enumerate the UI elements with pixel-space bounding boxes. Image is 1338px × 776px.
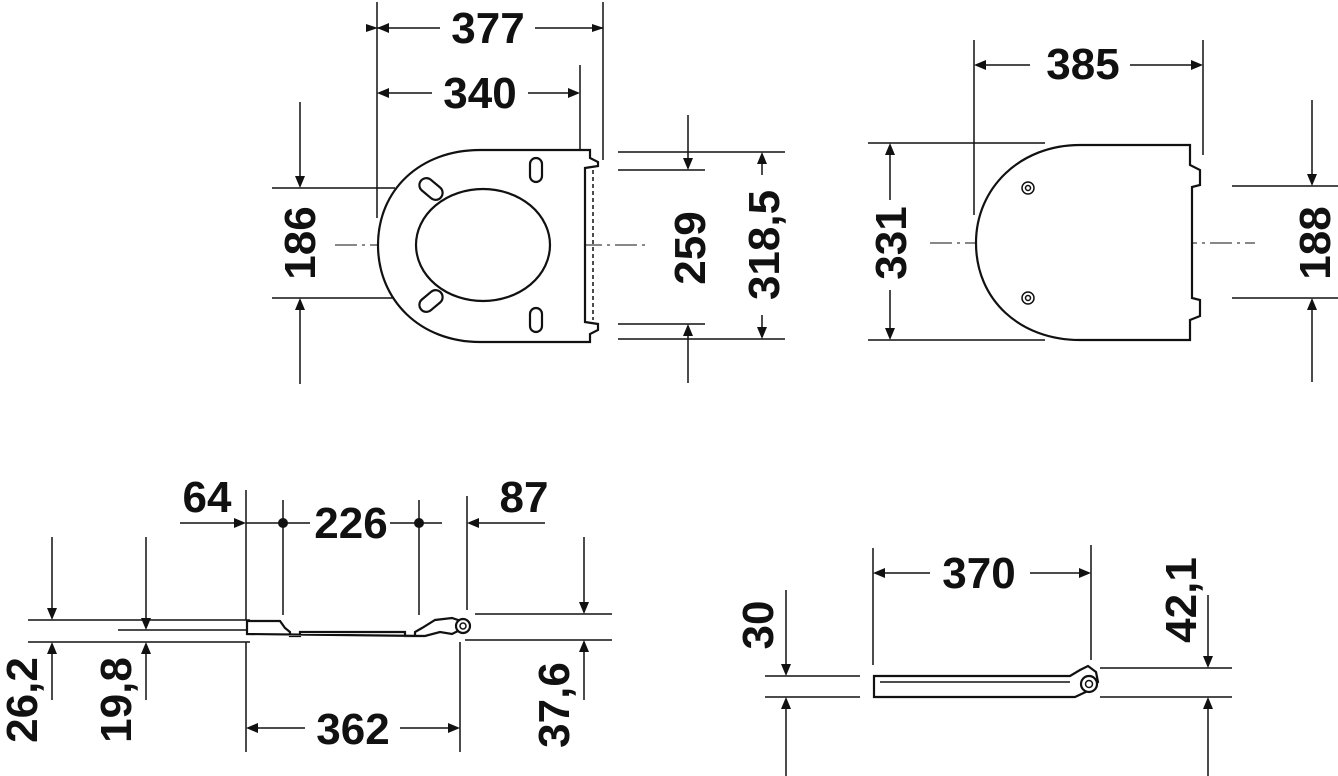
- dim-64: 64: [183, 473, 232, 522]
- dim-318-5: 318,5: [740, 190, 789, 300]
- dim-377: 377: [451, 4, 524, 53]
- dim-226: 226: [314, 499, 387, 548]
- lid-top-view: [868, 40, 1338, 382]
- dim-42-1: 42,1: [1157, 557, 1206, 643]
- dim-259: 259: [666, 211, 715, 284]
- dim-340: 340: [443, 69, 516, 118]
- dim-37-6: 37,6: [530, 662, 579, 748]
- dim-26-2: 26,2: [0, 657, 47, 743]
- dim-87: 87: [500, 473, 549, 522]
- seat-side-view: [28, 490, 612, 752]
- dim-385: 385: [1046, 40, 1119, 89]
- dim-370: 370: [942, 549, 1015, 598]
- dim-331: 331: [867, 206, 916, 279]
- seat-top-view: [272, 2, 785, 384]
- dim-30: 30: [734, 601, 783, 650]
- seat-closed-side-view: [765, 545, 1232, 776]
- dim-188: 188: [1291, 206, 1338, 279]
- dim-19-8: 19,8: [92, 657, 141, 743]
- dim-362: 362: [316, 705, 389, 754]
- dim-186: 186: [276, 206, 325, 279]
